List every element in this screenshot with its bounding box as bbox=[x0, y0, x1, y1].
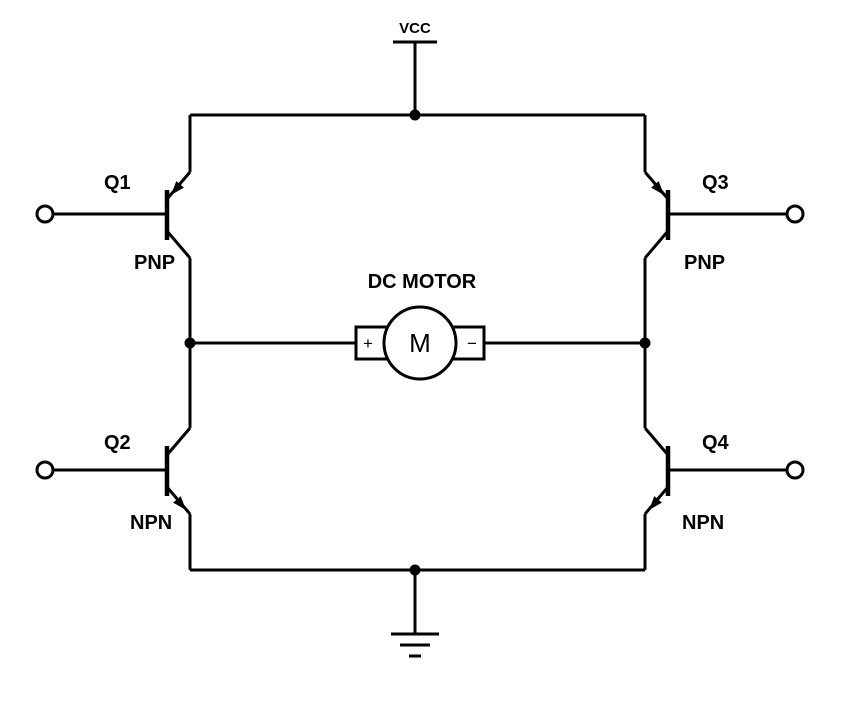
junction-dot-mid-left bbox=[184, 337, 196, 349]
motor-symbol: M bbox=[409, 328, 431, 358]
q3-type-label: PNP bbox=[684, 252, 725, 274]
q4-type-label: NPN bbox=[682, 512, 724, 534]
dc-motor: DC MOTOR + − M bbox=[354, 271, 486, 381]
q2-collector bbox=[165, 427, 192, 456]
wires bbox=[53, 113, 787, 576]
q1-collector bbox=[165, 230, 192, 259]
q1-type-label: PNP bbox=[134, 252, 175, 274]
terminal-q2-base bbox=[35, 460, 55, 480]
q4-designator: Q4 bbox=[702, 432, 730, 454]
q2-type-label: NPN bbox=[130, 512, 172, 534]
ground-symbol bbox=[391, 570, 439, 658]
terminal-q1-base bbox=[35, 204, 55, 224]
transistor-q2: Q2 NPN bbox=[104, 427, 192, 534]
motor-negative-sign: − bbox=[467, 334, 477, 353]
transistor-q4: Q4 NPN bbox=[643, 427, 730, 534]
q3-designator: Q3 bbox=[702, 172, 729, 194]
transistor-q1: Q1 PNP bbox=[104, 171, 192, 274]
q2-designator: Q2 bbox=[104, 432, 131, 454]
q4-emitter-arrow-icon bbox=[649, 496, 662, 510]
q4-collector bbox=[643, 427, 670, 456]
q1-designator: Q1 bbox=[104, 172, 131, 194]
junction-dot-mid-right bbox=[639, 337, 651, 349]
motor-body bbox=[382, 305, 458, 381]
q3-emitter-arrow-icon bbox=[651, 181, 664, 195]
transistor-q3: Q3 PNP bbox=[643, 171, 729, 274]
vcc-supply: VCC bbox=[393, 20, 437, 121]
input-terminals bbox=[35, 204, 805, 480]
q2-emitter-arrow-icon bbox=[173, 496, 186, 510]
terminal-q3-base bbox=[785, 204, 805, 224]
motor-positive-sign: + bbox=[363, 334, 373, 353]
motor-brush-negative bbox=[450, 325, 486, 361]
q3-collector bbox=[643, 230, 670, 259]
q1-emitter-arrow-icon bbox=[171, 181, 184, 195]
motor-title: DC MOTOR bbox=[368, 271, 477, 293]
terminal-q4-base bbox=[785, 460, 805, 480]
vcc-label: VCC bbox=[399, 20, 431, 37]
